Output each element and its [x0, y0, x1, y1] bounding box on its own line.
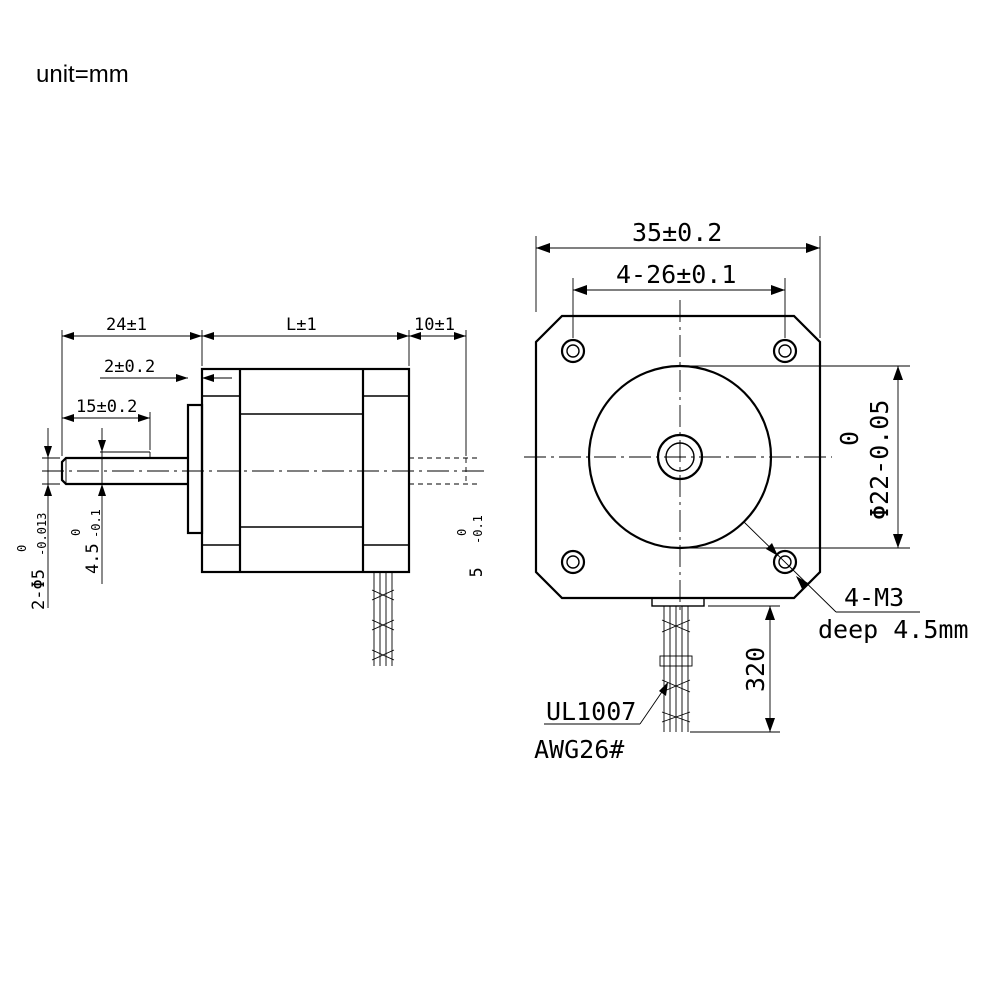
dim-pilot-main: Φ22-0.05: [865, 400, 894, 520]
dim-lead-length: 320: [690, 605, 780, 733]
dim-hole-spacing-label: 4-26±0.1: [616, 260, 736, 289]
dim-boss-thickness: 2±0.2: [100, 357, 232, 382]
side-lead-wires: [371, 572, 395, 666]
callout-thread-label: 4-M3: [844, 583, 904, 612]
front-view: 35±0.2 4-26±0.1 0 Φ22-0.05 4-M: [524, 218, 969, 764]
dim-hole-spacing: 4-26±0.1: [572, 260, 786, 338]
mounting-holes: [560, 338, 798, 575]
callout-wire-gauge: AWG26#: [534, 735, 624, 764]
dim-front-shaft-label: 24±1: [106, 315, 147, 335]
dim-flange-width: 35±0.2: [535, 218, 821, 338]
side-view: 24±1 L±1 10±1 2±0.2: [15, 315, 487, 666]
dim-body-length: L±1: [202, 315, 410, 366]
dim-flat-depth-upper: 0: [69, 529, 83, 536]
callout-thread: 4-M3 deep 4.5mm: [743, 521, 969, 644]
pilot-boss: [186, 403, 204, 535]
dim-body-length-label: L±1: [286, 315, 317, 335]
dim-shaft-dia-lower: -0.013: [35, 513, 49, 556]
dim-width-label: 35±0.2: [632, 218, 722, 247]
motor-body: [200, 367, 411, 574]
dim-lead-length-label: 320: [741, 647, 770, 692]
dim-rear-flat-upper: 0: [455, 529, 469, 536]
unit-label: unit=mm: [36, 61, 129, 88]
dim-flat-depth-main: 4.5: [83, 543, 103, 574]
dim-pilot-diameter: 0 Φ22-0.05: [680, 365, 910, 549]
dim-boss-label: 2±0.2: [104, 357, 155, 377]
callout-wire: UL1007 AWG26#: [534, 682, 668, 764]
dim-flat-depth-lower: -0.1: [89, 509, 103, 538]
dim-flat-length: 15±0.2: [62, 397, 151, 450]
dim-front-shaft-length: 24±1: [61, 315, 203, 456]
dim-flat-label: 15±0.2: [76, 397, 137, 417]
front-shaft: [60, 451, 188, 486]
dim-flat-depth: 4.5 0 -0.1: [69, 428, 106, 584]
dim-rear-shaft-length: 10±1: [409, 315, 467, 456]
dim-shaft-dia-upper: 0: [15, 545, 29, 552]
dim-rear-flat-main: 4.5: [467, 567, 487, 598]
dim-shaft-dia-main: 2-Φ5: [29, 569, 49, 610]
callout-wire-type: UL1007: [546, 697, 636, 726]
front-flange-outline: [534, 314, 822, 600]
dim-rear-flat-lower: -0.1: [471, 515, 485, 544]
front-lead-wires: [659, 606, 693, 732]
lead-exit: [651, 597, 705, 607]
dim-rear-flat-depth: 4.5 0 -0.1: [455, 515, 487, 598]
dim-shaft-diameter: 2-Φ5 0 -0.013: [15, 428, 60, 610]
callout-depth-label: deep 4.5mm: [818, 615, 969, 644]
dim-rear-shaft-label: 10±1: [414, 315, 455, 335]
dim-pilot-upper: 0: [835, 431, 864, 446]
